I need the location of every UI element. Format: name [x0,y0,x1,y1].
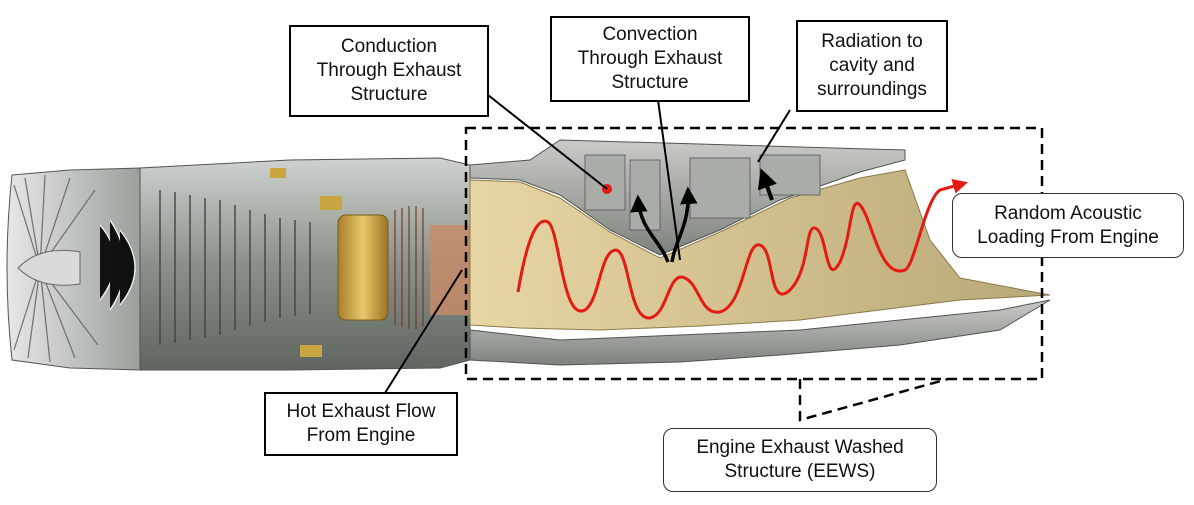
radiation-text: Radiation to cavity and surroundings [817,30,927,102]
turbine-hot-section [430,225,470,315]
engine-cutaway [7,140,1050,370]
convection-text: Convection Through Exhaust Structure [578,23,723,95]
acoustic-text: Random Acoustic Loading From Engine [977,202,1159,250]
convection-label: Convection Through Exhaust Structure [550,16,750,102]
hot-flow-text: Hot Exhaust Flow From Engine [287,400,436,448]
accessory-mid [270,168,286,178]
eews-text: Engine Exhaust Washed Structure (EEWS) [696,436,903,484]
accessory-bottom [300,345,322,357]
eews-callout-line [800,379,948,420]
radiation-label: Radiation to cavity and surroundings [796,20,948,112]
conduction-label: Conduction Through Exhaust Structure [289,25,489,117]
conduction-text: Conduction Through Exhaust Structure [317,35,462,107]
acoustic-label: Random Acoustic Loading From Engine [952,193,1184,258]
hot-flow-label: Hot Exhaust Flow From Engine [264,392,458,456]
eews-label: Engine Exhaust Washed Structure (EEWS) [663,428,937,492]
combustor-ring [338,215,388,320]
accessory-top [320,196,342,210]
